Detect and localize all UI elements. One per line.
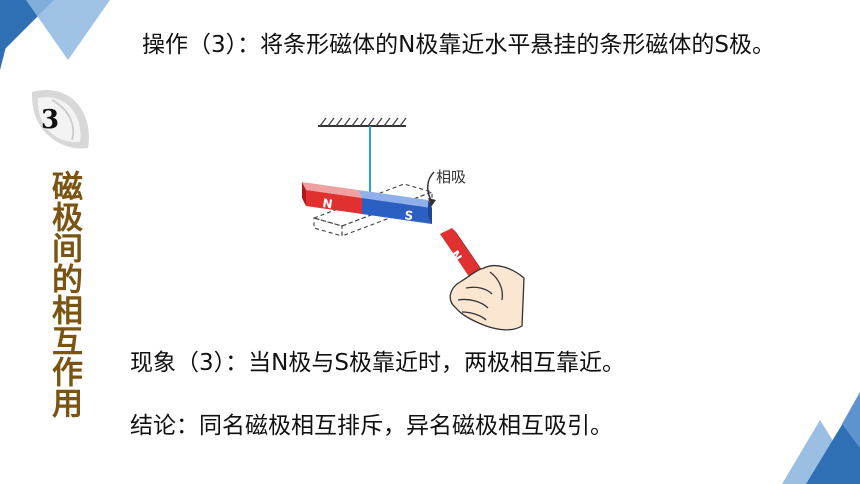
leaf-badge-icon [31,90,89,149]
attract-label: 相吸 [436,168,466,186]
operation-text: 操作（3）：将条形磁体的N极靠近水平悬挂的条形磁体的S极。 [142,32,775,58]
section-badge: 3 [22,82,100,160]
badge-number: 3 [40,105,60,135]
hanging-bar-magnet: N S [302,182,432,224]
section-title: 磁极间的相互作用 [46,170,82,418]
magnet-experiment-figure: N S 相吸 N [302,117,525,331]
hanging-magnet-s-label: S [404,208,415,223]
rotation-arrow-icon [427,171,435,203]
conclusion-text: 结论：同名磁极相互排斥，异名磁极相互吸引。 [130,413,613,439]
phenomenon-text: 现象（3）：当N极与S极靠近时，两极相互靠近。 [130,350,625,376]
hanging-magnet-n-label: N [322,196,334,211]
hand-illustration [449,264,525,331]
corner-decoration-top-left [0,0,110,70]
ceiling-hatch [318,117,407,127]
arrow-head-icon [428,198,436,207]
